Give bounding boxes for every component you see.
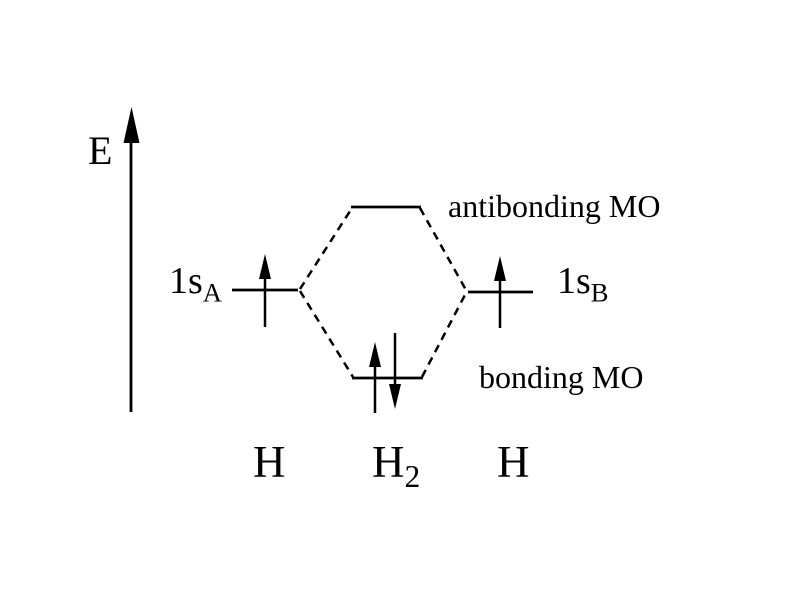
electron-arrowhead-icon — [494, 256, 506, 281]
dashed-line-left-to-antibonding — [298, 207, 354, 290]
right-atomic-orbital-label: 1sB — [557, 262, 609, 306]
molecule-label: H2 — [372, 440, 420, 493]
right-atomic-orbital-subscript: B — [590, 277, 609, 308]
molecule-label-base: H — [372, 437, 405, 487]
molecule-label-subscript: 2 — [404, 459, 421, 495]
electron-spin-up-arrow-bonding — [369, 342, 381, 413]
electron-arrowhead-icon — [259, 254, 271, 279]
energy-axis — [123, 107, 140, 412]
electron-arrowhead-icon — [369, 342, 381, 367]
antibonding-mo-label: antibonding MO — [448, 188, 661, 224]
bonding-mo-label: bonding MO — [479, 359, 644, 395]
dashed-line-bonding-to-right — [420, 292, 468, 378]
right-atom-label: H — [497, 437, 530, 487]
left-atomic-orbital-label: 1sA — [169, 262, 222, 306]
dashed-line-left-to-bonding — [298, 290, 355, 378]
energy-axis-label: E — [88, 128, 113, 173]
right-atomic-orbital-base: 1s — [557, 260, 591, 302]
electron-spin-up-arrow-left-atomic — [259, 254, 271, 327]
left-atomic-orbital-subscript: A — [202, 277, 223, 308]
energy-axis-arrowhead-icon — [123, 107, 140, 143]
electron-spin-down-arrow-bonding — [389, 333, 401, 409]
electron-spin-up-arrow-right-atomic — [494, 256, 506, 328]
dashed-line-antibonding-to-right — [418, 207, 468, 291]
left-atom-label: H — [253, 437, 286, 487]
correlation-dashed-lines — [298, 207, 468, 378]
left-atomic-orbital-base: 1s — [169, 260, 203, 302]
electron-arrowhead-icon — [389, 384, 401, 409]
